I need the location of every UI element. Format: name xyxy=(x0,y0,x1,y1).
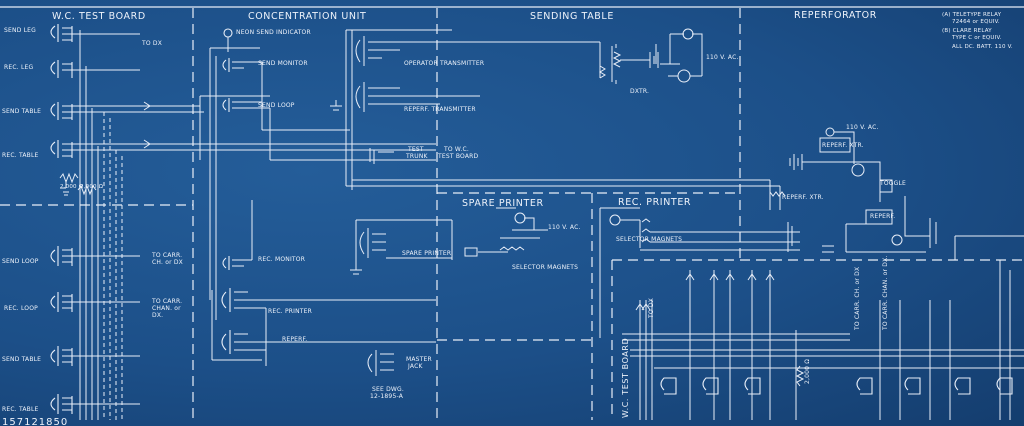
label-resistor-2000b: 2,000 Ω xyxy=(80,184,104,190)
section-title-sending-table: SENDING TABLE xyxy=(530,11,614,22)
label-trunk: TRUNK xyxy=(406,153,428,160)
master-jack-symbol xyxy=(367,350,394,376)
label-reperf-transmitter: REPERF. TRANSMITTER xyxy=(404,106,476,113)
label-110vac-spare: 110 V. AC. xyxy=(548,224,581,231)
label-toggle: TOGGLE xyxy=(880,180,907,187)
label-selector-magnets: SELECTOR MAGNETS xyxy=(512,264,579,271)
label-to-carr-2: TO CARR. xyxy=(152,298,183,305)
label-send-leg: SEND LEG xyxy=(4,27,36,34)
wc-jack-group xyxy=(50,24,73,414)
resistor-pair xyxy=(59,172,97,196)
left-bus-lines xyxy=(72,30,151,420)
label-to-wc: TO W.C. xyxy=(444,146,469,153)
note-a: (A) TELETYPE RELAY xyxy=(942,12,1002,18)
rec-printer-circuit xyxy=(599,207,800,338)
section-title-reperforator: REPERFORATOR xyxy=(794,10,877,21)
label-jack: JACK xyxy=(408,363,423,370)
label-reperf-xtr-2: REPERF. XTR. xyxy=(782,194,824,201)
label-to-carr-1b: CH. or DX xyxy=(152,259,183,266)
note-b: (B) CLARE RELAY xyxy=(942,28,992,34)
label-test-board: TEST BOARD xyxy=(438,153,479,160)
sending-table-circuits xyxy=(330,28,780,190)
label-2000-vertical: 2,000 Ω xyxy=(804,358,811,384)
section-title-rec-printer: REC. PRINTER xyxy=(618,197,692,208)
label-send-table: SEND TABLE xyxy=(2,108,42,115)
label-to-dx: TO DX xyxy=(142,40,163,47)
label-to-carr-vertical-1: TO CARR. CH. or DX xyxy=(854,266,861,330)
label-master: MASTER xyxy=(406,356,432,363)
label-rec-printer-cu: REC. PRINTER xyxy=(268,308,313,315)
label-send-monitor: SEND MONITOR xyxy=(258,60,308,67)
label-110vac-reperf: 110 V. AC. xyxy=(846,124,879,131)
label-test: TEST xyxy=(408,146,424,153)
bottom-right-distribution xyxy=(622,260,1024,420)
note-c: ALL DC. BATT. 110 V. xyxy=(952,44,1013,50)
note-b2: TYPE C or EQUIV. xyxy=(952,35,1002,41)
label-to-carr-2c: DX. xyxy=(152,312,164,319)
section-title-spare-printer: SPARE PRINTER xyxy=(462,198,544,209)
label-reperf-xtr: REPERF. XTR. xyxy=(822,142,864,149)
label-rec-leg: REC. LEG xyxy=(4,64,34,71)
label-see-dwg: SEE DWG. xyxy=(372,386,405,393)
label-send-table-lower: SEND TABLE xyxy=(2,356,42,363)
label-to-carr-vertical-2: TO CARR. CHAN. or DX. xyxy=(882,255,889,330)
label-to-dx-vertical: TO DX xyxy=(648,297,655,318)
label-resistor-2000a: 2,000 Ω xyxy=(60,184,84,190)
label-to-carr-1: TO CARR. xyxy=(152,252,183,259)
label-dwg-number: 12-1895-A xyxy=(370,393,404,400)
label-rec-table-lower: REC. TABLE xyxy=(2,406,39,413)
label-reperf-box: REPERF. xyxy=(870,213,896,220)
label-send-loop-cu: SEND LOOP xyxy=(258,102,295,109)
spare-printer-circuit xyxy=(350,207,548,275)
reperforator-circuit xyxy=(769,127,1024,260)
label-110vac-sending: 110 V. AC. xyxy=(706,54,739,61)
label-operator-transmitter: OPERATOR TRANSMITTER xyxy=(404,60,485,67)
section-dividers xyxy=(0,8,1024,420)
label-neon-send-indicator: NEON SEND INDICATOR xyxy=(236,29,311,36)
footer-drawing-id: 157121850 xyxy=(2,417,69,426)
label-wc-test-board-vertical: W.C. TEST BOARD xyxy=(621,337,630,418)
label-rec-monitor: REC. MONITOR xyxy=(258,256,306,263)
section-title-concentration-unit: CONCENTRATION UNIT xyxy=(248,11,367,22)
label-reperf-cu: REPERF. xyxy=(282,336,308,343)
bottom-jacks xyxy=(654,367,1024,395)
label-send-loop: SEND LOOP xyxy=(2,258,39,265)
label-spare-printer-jack: SPARE PRINTER xyxy=(402,250,452,257)
label-rec-loop: REC. LOOP xyxy=(4,305,38,312)
section-title-wc-test-board: W.C. TEST BOARD xyxy=(52,11,146,22)
cu-wiring xyxy=(150,37,436,366)
label-dxtr: DXTR. xyxy=(630,88,650,95)
label-selector-magnets-rec: SELECTOR MAGNETS xyxy=(616,236,683,243)
cu-jacks xyxy=(221,28,248,354)
label-to-carr-2b: CHAN. or xyxy=(152,305,181,312)
label-rec-table: REC. TABLE xyxy=(2,152,39,159)
note-a2: 72464 or EQUIV. xyxy=(952,19,1000,25)
